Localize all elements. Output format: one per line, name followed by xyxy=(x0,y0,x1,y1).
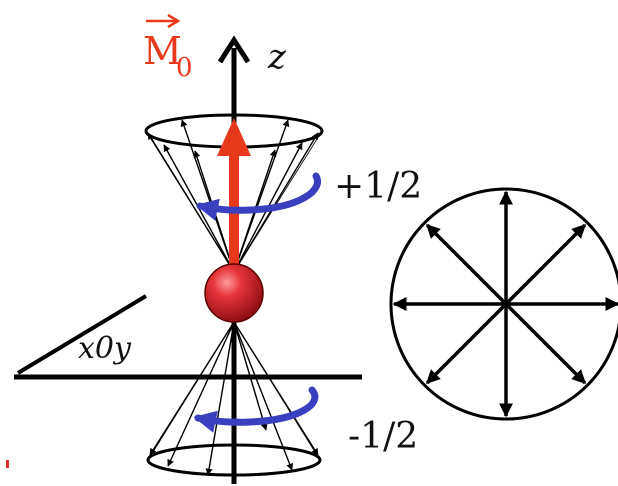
isotropic-arrow-up-right xyxy=(504,223,587,306)
isotropic-arrow-down-right xyxy=(504,302,587,385)
spin-down-label: -1/2 xyxy=(348,416,418,457)
lower-spin-arrow xyxy=(233,321,293,471)
lower-cone-edge xyxy=(147,321,235,461)
magnetization-label: M 0 xyxy=(143,13,193,83)
upper-spin-arrow xyxy=(180,119,235,273)
artifact-mark xyxy=(6,460,9,468)
isotropic-arrow-up-left xyxy=(425,223,508,306)
nucleus-sphere xyxy=(204,263,264,323)
lower-cone xyxy=(146,321,322,477)
z-axis-arrowhead xyxy=(217,35,251,64)
magnetization-subscript: 0 xyxy=(176,53,193,83)
lower-spin-arrow xyxy=(167,321,235,467)
isotropic-distribution xyxy=(389,187,618,421)
upper-precession-arrow xyxy=(195,172,321,221)
lower-precession-arrow xyxy=(193,386,319,433)
lower-spin-arrow xyxy=(233,321,268,431)
plane-label: x0y xyxy=(78,331,132,366)
isotropic-arrow-down-left xyxy=(425,302,508,385)
z-axis-label: z xyxy=(267,37,287,77)
magnetization-symbol: M xyxy=(143,29,182,73)
plane-diagonal-line xyxy=(16,294,148,375)
vector-overline-head xyxy=(167,13,181,29)
isotropic-circle xyxy=(389,187,618,421)
magnetization-arrowhead xyxy=(217,118,251,156)
lower-spin-arrow xyxy=(205,321,235,476)
spin-up-label: +1/2 xyxy=(334,166,422,207)
upper-cone-edge xyxy=(233,130,323,273)
upper-spin-arrow xyxy=(233,119,290,273)
lower-cone-edge xyxy=(233,321,321,461)
upper-cone-edge xyxy=(145,130,235,273)
